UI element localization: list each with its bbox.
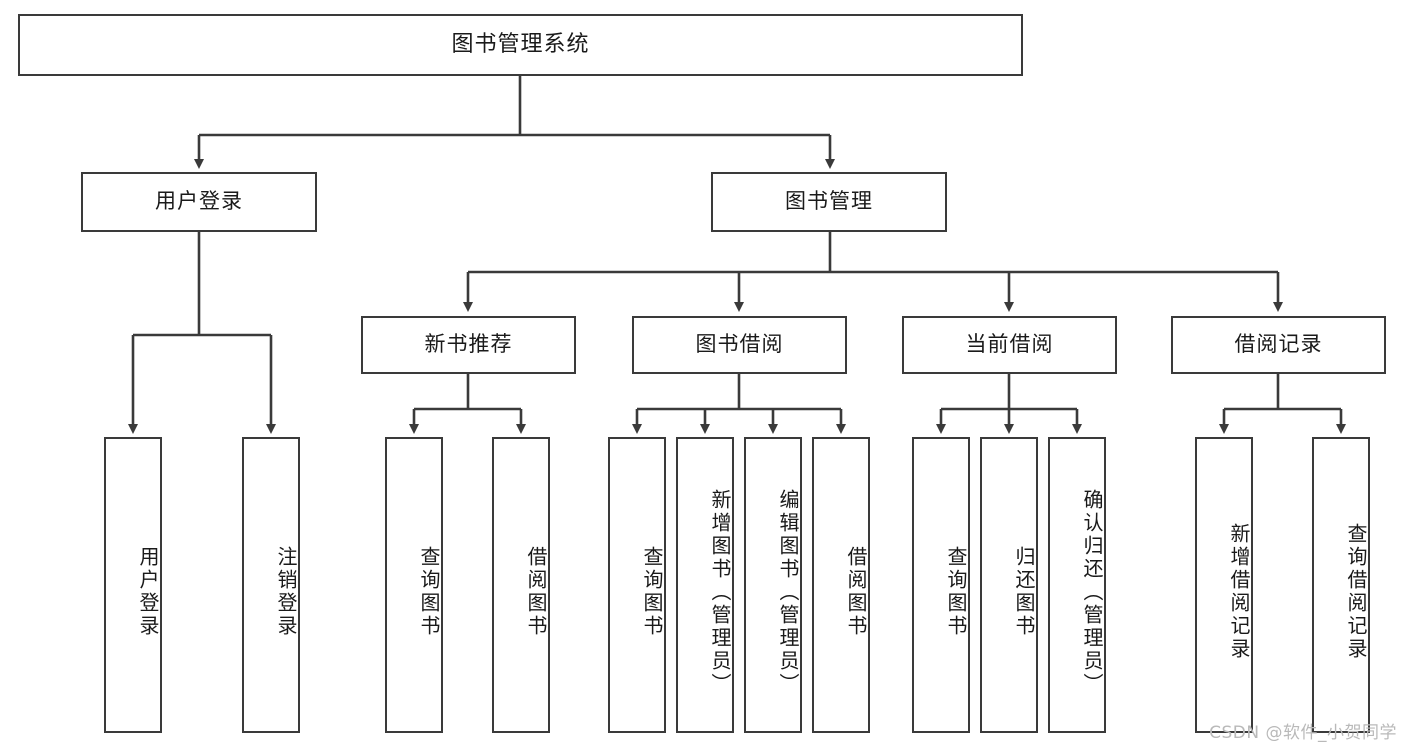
node-label: 借阅记录 — [1234, 332, 1323, 357]
node-leaf-query-book-borrow[interactable]: 查询图书 — [608, 437, 666, 733]
node-root-book-management-system[interactable]: 图书管理系统 — [18, 14, 1023, 76]
connector-borrowrecord-to-leaves — [1219, 374, 1346, 434]
node-label: 查询图书 — [944, 546, 968, 638]
node-label: 图书管理系统 — [451, 31, 590, 57]
node-label: 借阅图书 — [524, 546, 548, 638]
node-book-borrow[interactable]: 图书借阅 — [632, 316, 847, 374]
node-leaf-borrow-book[interactable]: 借阅图书 — [812, 437, 870, 733]
node-leaf-logout[interactable]: 注销登录 — [242, 437, 300, 733]
node-label: 查询图书 — [417, 546, 441, 638]
node-leaf-query-borrow-record[interactable]: 查询借阅记录 — [1312, 437, 1370, 733]
node-label: 当前借阅 — [965, 332, 1054, 357]
node-leaf-query-book-rec[interactable]: 查询图书 — [385, 437, 443, 733]
node-label: 确认归还（管理员） — [1080, 488, 1104, 696]
node-label: 查询图书 — [640, 546, 664, 638]
node-label: 注销登录 — [274, 546, 298, 638]
connector-newbook-to-leaves — [409, 374, 526, 434]
node-current-borrow[interactable]: 当前借阅 — [902, 316, 1117, 374]
node-leaf-user-login[interactable]: 用户登录 — [104, 437, 162, 733]
node-label: 图书借阅 — [695, 332, 784, 357]
node-label: 用户登录 — [155, 189, 243, 214]
node-label: 借阅图书 — [844, 546, 868, 638]
connector-currentborrow-to-leaves — [936, 374, 1082, 434]
node-user-login[interactable]: 用户登录 — [81, 172, 317, 232]
node-label: 新书推荐 — [424, 332, 513, 357]
node-new-book-recommendation[interactable]: 新书推荐 — [361, 316, 576, 374]
node-label: 查询借阅记录 — [1344, 523, 1368, 661]
node-leaf-add-book-admin[interactable]: 新增图书（管理员） — [676, 437, 734, 733]
node-leaf-edit-book-admin[interactable]: 编辑图书（管理员） — [744, 437, 802, 733]
node-leaf-borrow-book-rec[interactable]: 借阅图书 — [492, 437, 550, 733]
node-label: 新增借阅记录 — [1227, 523, 1251, 661]
watermark-text: CSDN @软件_小贺同学 — [1209, 723, 1397, 743]
node-label: 图书管理 — [785, 189, 873, 214]
node-label: 新增图书（管理员） — [708, 488, 732, 696]
node-leaf-query-book-current[interactable]: 查询图书 — [912, 437, 970, 733]
node-leaf-return-book[interactable]: 归还图书 — [980, 437, 1038, 733]
connector-bookborrow-to-leaves — [632, 374, 846, 434]
node-label: 编辑图书（管理员） — [776, 488, 800, 696]
connector-root-to-level2 — [194, 76, 835, 169]
node-book-management[interactable]: 图书管理 — [711, 172, 947, 232]
node-leaf-confirm-return-admin[interactable]: 确认归还（管理员） — [1048, 437, 1106, 733]
connector-userlogin-to-leaves — [128, 232, 276, 434]
node-borrow-record[interactable]: 借阅记录 — [1171, 316, 1386, 374]
node-leaf-add-borrow-record[interactable]: 新增借阅记录 — [1195, 437, 1253, 733]
node-label: 归还图书 — [1012, 546, 1036, 638]
node-label: 用户登录 — [136, 546, 160, 638]
connector-bookmanage-to-level3 — [463, 232, 1283, 312]
